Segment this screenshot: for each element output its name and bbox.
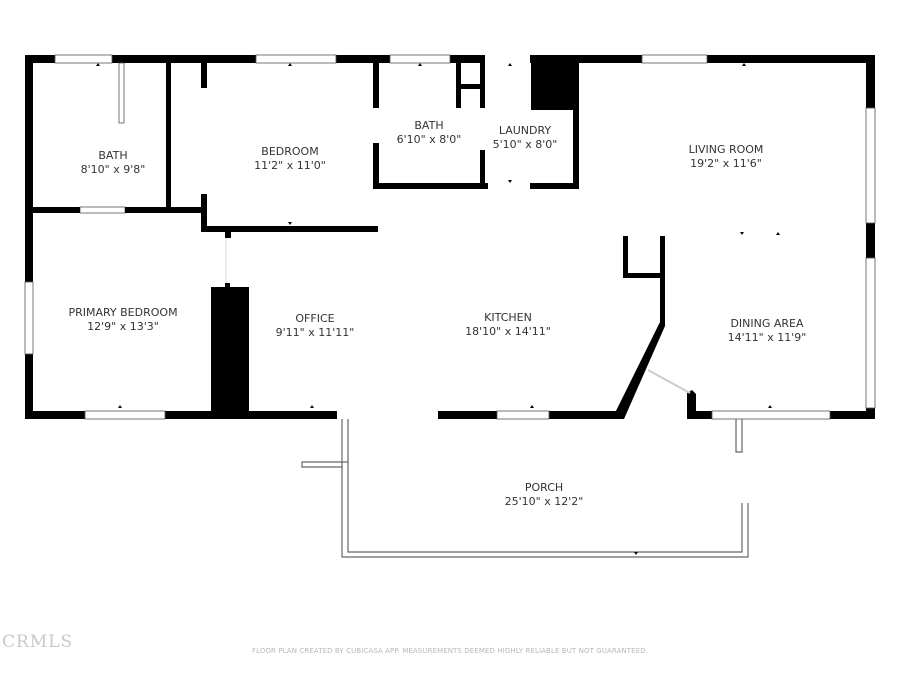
dimension-markers <box>96 63 780 555</box>
door-openings <box>225 238 691 394</box>
room-dimensions: 12'9" x 13'3" <box>87 320 159 333</box>
room-name: PRIMARY BEDROOM <box>68 306 178 319</box>
room-dimensions: 25'10" x 12'2" <box>504 495 584 508</box>
room-name: BATH <box>98 149 128 162</box>
exterior-walls <box>25 55 875 419</box>
floor-plan-disclaimer: FLOOR PLAN CREATED BY CUBICASA APP. MEAS… <box>251 647 649 655</box>
room-dimensions: 18'10" x 14'11" <box>465 325 551 338</box>
room-dimensions: 14'11" x 11'9" <box>727 331 807 344</box>
room-label-living-room: LIVING ROOM 19'2" x 11'6" <box>689 143 764 171</box>
porch-outline <box>301 419 749 558</box>
room-dimensions: 9'11" x 11'11" <box>275 326 355 339</box>
room-name: KITCHEN <box>484 311 532 324</box>
room-name: DINING AREA <box>730 317 804 330</box>
windows <box>24 54 876 420</box>
room-name: LIVING ROOM <box>688 143 764 156</box>
room-name: BEDROOM <box>261 145 319 158</box>
room-dimensions: 6'10" x 8'0" <box>396 133 462 146</box>
room-name: BATH <box>414 119 444 132</box>
room-label-bedroom: BEDROOM 11'2" x 11'0" <box>254 145 326 173</box>
room-label-office: OFFICE 9'11" x 11'11" <box>276 312 355 340</box>
room-name: OFFICE <box>295 312 335 325</box>
room-label-kitchen: KITCHEN 18'10" x 14'11" <box>465 311 551 339</box>
room-dimensions: 19'2" x 11'6" <box>690 157 762 170</box>
room-label-bath-1: BATH 8'10" x 9'8" <box>81 149 146 177</box>
room-label-dining-area: DINING AREA 14'11" x 11'9" <box>728 317 807 345</box>
interior-walls <box>33 55 696 419</box>
room-name: LAUNDRY <box>498 124 552 137</box>
room-label-laundry: LAUNDRY 5'10" x 8'0" <box>493 124 558 152</box>
room-dimensions: 5'10" x 8'0" <box>492 138 558 151</box>
crmls-watermark: CRMLS <box>2 632 74 652</box>
room-dimensions: 8'10" x 9'8" <box>80 163 146 176</box>
room-label-bath-2: BATH 6'10" x 8'0" <box>397 119 462 147</box>
room-name: PORCH <box>524 481 564 494</box>
room-dimensions: 11'2" x 11'0" <box>254 159 326 172</box>
room-label-primary-bedroom: PRIMARY BEDROOM 12'9" x 13'3" <box>68 306 177 334</box>
room-label-porch: PORCH 25'10" x 12'2" <box>505 481 584 509</box>
